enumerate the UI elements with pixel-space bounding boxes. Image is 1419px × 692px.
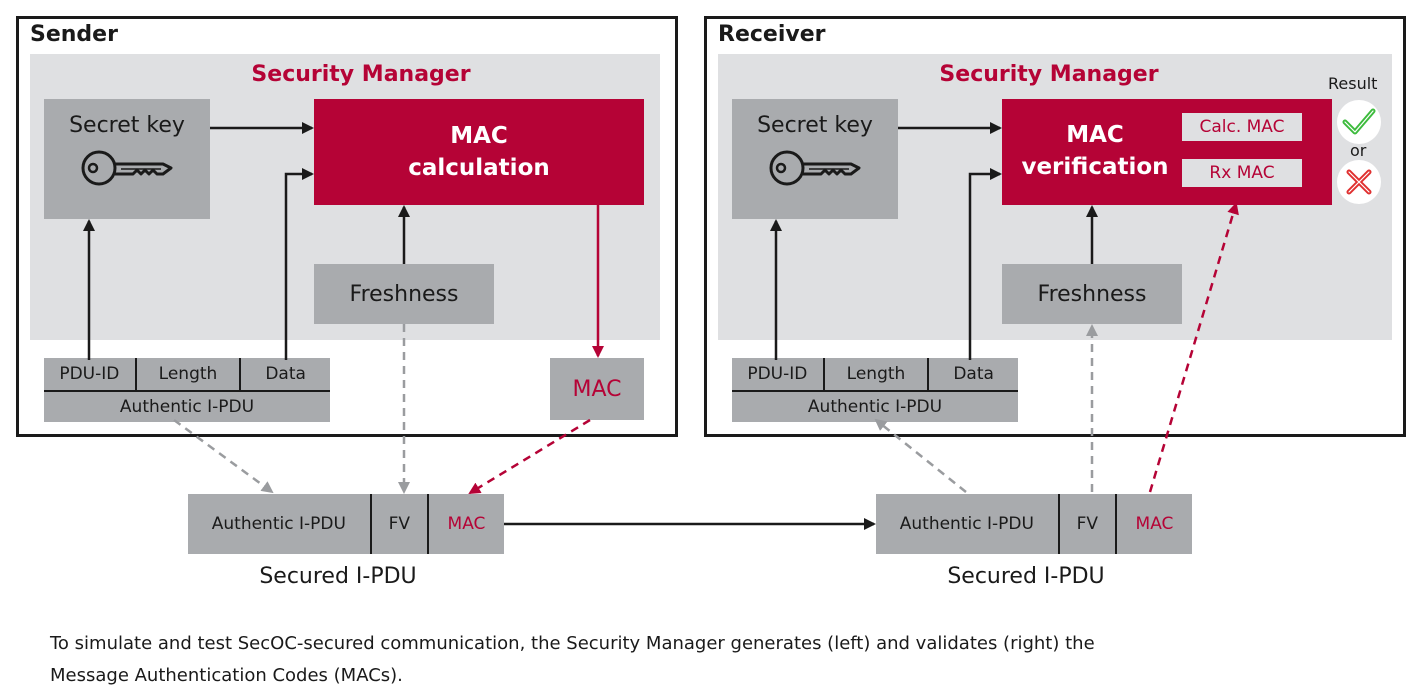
receiver-freshness-box: Freshness <box>1002 264 1182 324</box>
secured-pdu-right: Authentic I-PDU FV MAC <box>876 494 1192 554</box>
mac-verification-line2: verification <box>1021 154 1169 180</box>
mac-calculation-line2: calculation <box>408 155 550 181</box>
mac-verification-box: MAC verification Calc. MAC Rx MAC <box>1002 99 1332 205</box>
sender-data-field: Data <box>265 364 306 384</box>
key-icon <box>769 150 861 186</box>
mac-calculation-box: MAC calculation <box>314 99 644 205</box>
figure-caption: To simulate and test SecOC-secured commu… <box>50 628 1350 692</box>
sender-title: Sender <box>30 22 118 47</box>
sender-pdu-id-field: PDU-ID <box>44 358 137 390</box>
receiver-pdu-id-field: PDU-ID <box>732 358 825 390</box>
secured-pdu-left-label: Secured I-PDU <box>259 564 417 589</box>
caption-line-1: To simulate and test SecOC-secured commu… <box>50 633 1095 654</box>
receiver-secret-key-label: Secret key <box>757 113 873 138</box>
sender-authentic-pdu: PDU-ID Length Data Authentic I-PDU <box>44 358 330 422</box>
sender-mac-box: MAC <box>550 358 644 420</box>
secured-right-mac-field: MAC <box>1135 514 1174 534</box>
sender-pdu-fields: PDU-ID Length Data <box>44 358 330 390</box>
sender-secret-key-label: Secret key <box>69 113 185 138</box>
caption-line-2: Message Authentication Codes (MACs). <box>50 665 403 686</box>
result-fail-badge <box>1337 160 1381 204</box>
check-icon <box>1342 108 1376 135</box>
calc-mac-field: Calc. MAC <box>1182 113 1302 141</box>
result-or-label: or <box>1350 141 1367 160</box>
receiver-authentic-pdu: PDU-ID Length Data Authentic I-PDU <box>732 358 1018 422</box>
receiver-authentic-pdu-label: Authentic I-PDU <box>732 390 1018 422</box>
secured-left-authentic-field: Authentic I-PDU <box>188 494 372 554</box>
key-icon <box>81 150 173 186</box>
receiver-title: Receiver <box>718 22 826 47</box>
receiver-data-field: Data <box>953 364 994 384</box>
rx-mac-field: Rx MAC <box>1182 159 1302 187</box>
secured-pdu-right-label: Secured I-PDU <box>947 564 1105 589</box>
secured-right-authentic-field: Authentic I-PDU <box>876 494 1060 554</box>
receiver-length-field: Length <box>825 358 930 390</box>
secured-left-fv-field: FV <box>372 494 429 554</box>
sender-freshness-box: Freshness <box>314 264 494 324</box>
secured-right-fv-field: FV <box>1060 494 1117 554</box>
sender-authentic-pdu-label: Authentic I-PDU <box>44 390 330 422</box>
sender-length-field: Length <box>137 358 242 390</box>
cross-icon <box>1346 169 1372 195</box>
mac-verification-line1: MAC <box>1066 122 1124 148</box>
mac-calculation-line1: MAC <box>450 123 508 149</box>
result-label: Result <box>1328 74 1378 93</box>
receiver-pdu-fields: PDU-ID Length Data <box>732 358 1018 390</box>
secured-pdu-left: Authentic I-PDU FV MAC <box>188 494 504 554</box>
receiver-secret-key-box: Secret key <box>732 99 898 219</box>
sender-security-manager-title: Security Manager <box>251 62 471 87</box>
receiver-security-manager-title: Security Manager <box>939 62 1159 87</box>
result-ok-badge <box>1337 100 1381 144</box>
secured-left-mac-field: MAC <box>447 514 486 534</box>
sender-secret-key-box: Secret key <box>44 99 210 219</box>
mac-verification-label: MAC verification <box>1010 119 1180 183</box>
